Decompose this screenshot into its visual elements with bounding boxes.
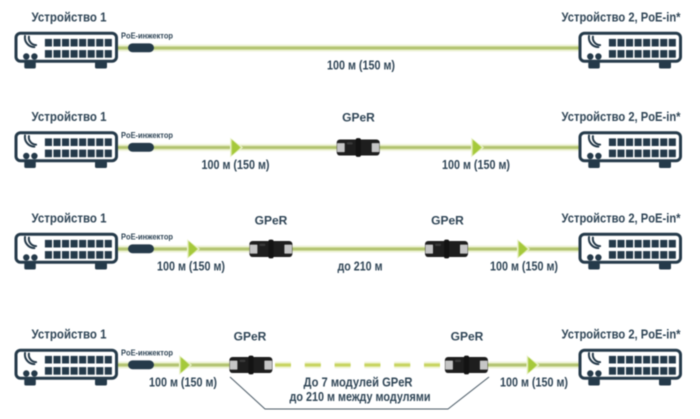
svg-text:PoE-инжектор: PoE-инжектор [121, 31, 173, 41]
svg-text:GPeR: GPeR [234, 330, 267, 344]
svg-text:Устройство 2, PoE-in*: Устройство 2, PoE-in* [562, 211, 682, 226]
svg-text:До 7 модулей GPeR: До 7 модулей GPeR [304, 374, 414, 389]
svg-text:100 м (150 м): 100 м (150 м) [500, 374, 568, 389]
svg-text:Устройство 2, PoE-in*: Устройство 2, PoE-in* [562, 327, 682, 342]
svg-text:100 м (150 м): 100 м (150 м) [327, 57, 395, 72]
svg-text:Устройство 1: Устройство 1 [32, 109, 107, 124]
svg-text:100 м (150 м): 100 м (150 м) [149, 374, 217, 389]
svg-text:GPeR: GPeR [255, 214, 288, 228]
svg-text:100 м (150 м): 100 м (150 м) [490, 258, 558, 273]
svg-text:100 м (150 м): 100 м (150 м) [157, 258, 225, 273]
svg-text:PoE-инжектор: PoE-инжектор [121, 348, 173, 358]
svg-text:GPeR: GPeR [431, 214, 464, 228]
svg-text:GPeR: GPeR [342, 111, 375, 125]
svg-text:Устройство 1: Устройство 1 [32, 10, 107, 25]
svg-text:100 м (150 м): 100 м (150 м) [202, 157, 270, 172]
svg-text:Устройство 1: Устройство 1 [32, 327, 107, 342]
svg-text:Устройство 2, PoE-in*: Устройство 2, PoE-in* [562, 10, 682, 25]
svg-text:100 м (150 м): 100 м (150 м) [442, 157, 510, 172]
svg-text:GPeR: GPeR [451, 330, 484, 344]
svg-text:Устройство 2, PoE-in*: Устройство 2, PoE-in* [562, 109, 682, 124]
svg-text:до 210 м между модулями: до 210 м между модулями [290, 389, 431, 404]
svg-text:PoE-инжектор: PoE-инжектор [121, 232, 173, 242]
svg-text:до 210 м: до 210 м [338, 258, 383, 273]
svg-text:Устройство 1: Устройство 1 [32, 211, 107, 226]
svg-text:PoE-инжектор: PoE-инжектор [121, 130, 173, 140]
